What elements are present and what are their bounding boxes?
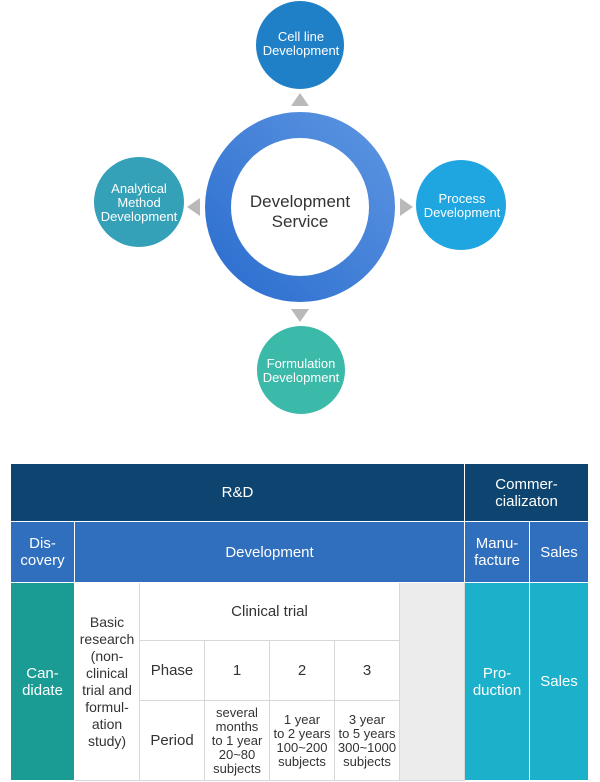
header-manufacture: Manu- facture	[464, 521, 531, 583]
cell-sales: Sales	[529, 582, 590, 781]
cell-period-3: 3 year to 5 years 300~1000 subjects	[334, 700, 400, 781]
header-rd: R&D	[9, 463, 466, 522]
node-top-line2: Development	[263, 43, 340, 58]
node-left-line3: Development	[101, 209, 178, 224]
center-ring: Development Service	[205, 112, 395, 302]
cell-basic-research: Basic research (non- clinical trial and …	[74, 582, 140, 781]
header-commercialization: Commer- cializaton	[464, 463, 590, 522]
node-bottom-line2: Development	[263, 370, 340, 385]
development-service-diagram: Development Service Cell line Developmen…	[94, 1, 506, 414]
arrow-up-icon	[291, 93, 309, 106]
cell-phase-3: 3	[334, 640, 400, 701]
cell-production: Pro- duction	[464, 582, 531, 781]
cell-period-1: several months to 1 year 20~80 subjects	[204, 700, 270, 781]
cell-clinical-trial: Clinical trial	[139, 582, 400, 641]
arrow-right-icon	[400, 198, 413, 216]
cell-candidate: Can- didate	[10, 582, 75, 781]
center-label-line1: Development	[250, 192, 350, 211]
arrow-left-icon	[187, 198, 200, 216]
cell-phase-1: 1	[204, 640, 270, 701]
node-right-line2: Development	[424, 205, 501, 220]
node-bottom-line1: Formulation	[267, 356, 336, 371]
cell-phase-label: Phase	[139, 640, 205, 701]
arrow-down-icon	[291, 309, 309, 322]
center-label-line2: Service	[272, 212, 329, 231]
node-left-circle	[94, 157, 184, 247]
node-right-circle	[416, 160, 506, 250]
cell-gap	[398, 582, 466, 781]
node-process-development: Process Development	[416, 160, 506, 250]
connector-arrows	[187, 93, 413, 322]
node-right-line1: Process	[439, 191, 486, 206]
node-top-line1: Cell line	[278, 29, 324, 44]
node-top-circle	[256, 1, 344, 89]
node-left-line1: Analytical	[111, 181, 167, 196]
node-bottom-circle	[257, 326, 345, 414]
header-discovery: Dis- covery	[10, 521, 75, 583]
cell-period-2: 1 year to 2 years 100~200 subjects	[269, 700, 335, 781]
cell-phase-2: 2	[269, 640, 335, 701]
header-sales: Sales	[529, 521, 590, 583]
node-left-line2: Method	[117, 195, 160, 210]
cell-period-label: Period	[139, 700, 205, 781]
node-formulation-development: Formulation Development	[257, 326, 345, 414]
header-development: Development	[73, 521, 466, 583]
node-cell-line-development: Cell line Development	[256, 1, 344, 89]
drug-development-stages-table: R&D Commer- cializaton Dis- covery Devel…	[9, 463, 590, 781]
node-analytical-method-development: Analytical Method Development	[94, 157, 184, 247]
